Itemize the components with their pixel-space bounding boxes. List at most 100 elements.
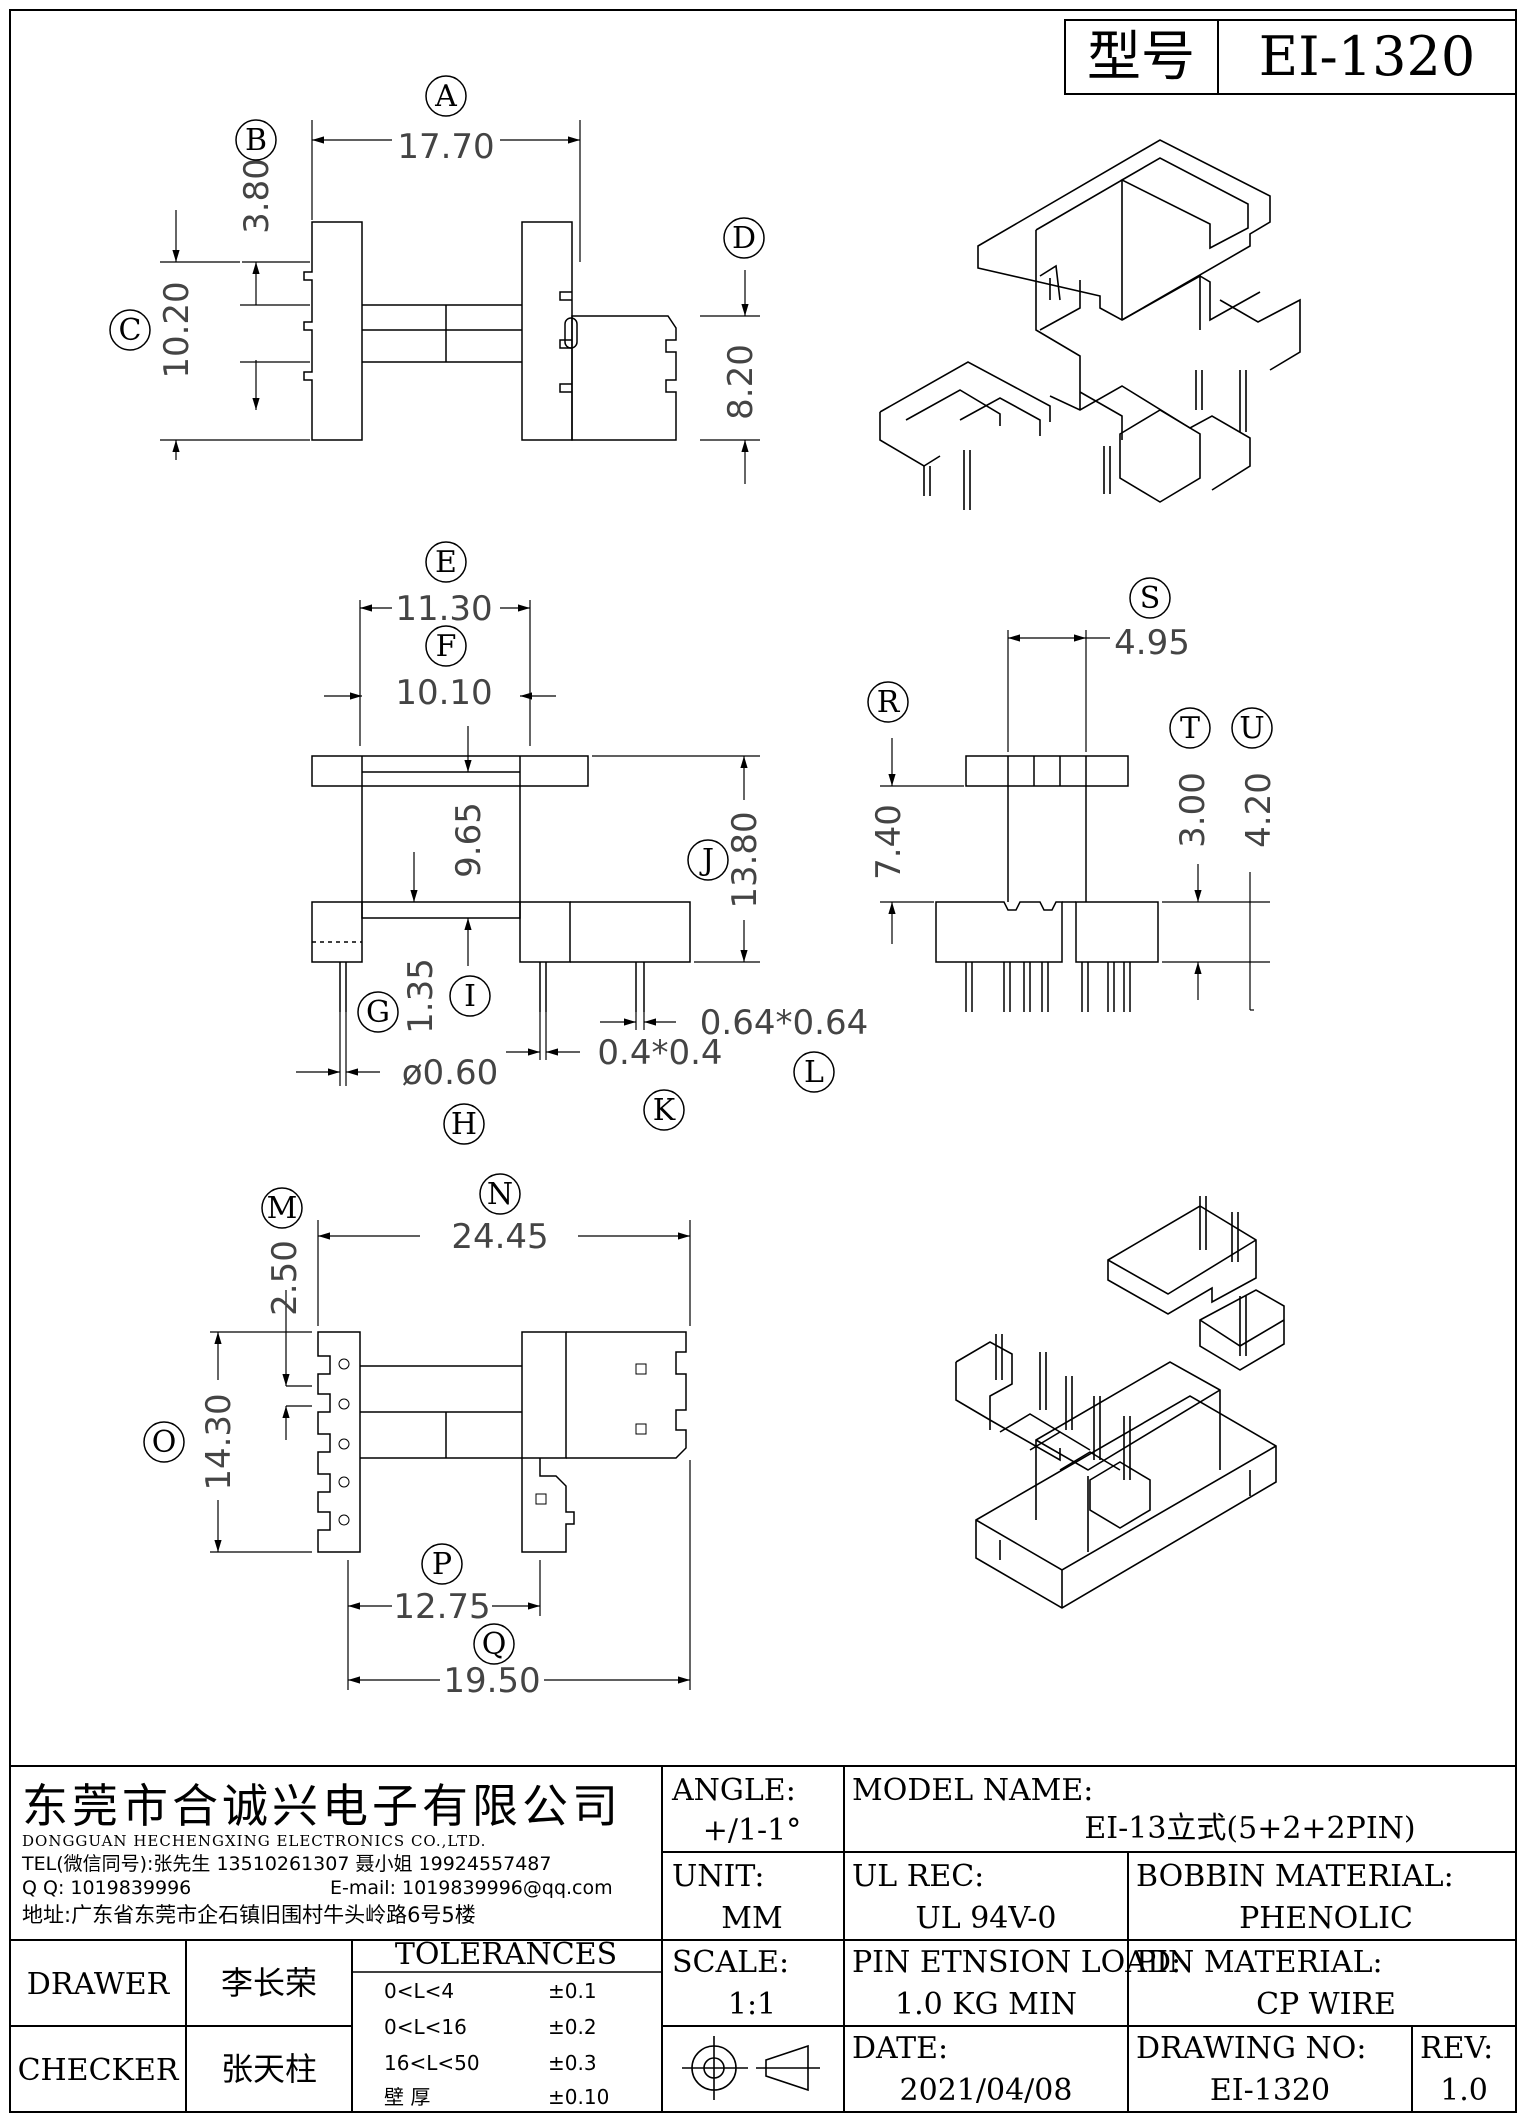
tol-range-1: 0<L<4 — [384, 1979, 454, 2003]
side-view — [935, 755, 1159, 1012]
dim-O: 14.30 — [199, 1393, 239, 1490]
letter-E: E — [435, 545, 457, 580]
dim-E: 11.30 — [395, 589, 492, 629]
side-view-dims — [880, 630, 1270, 1011]
bobbin-value: PHENOLIC — [1239, 1901, 1413, 1936]
dim-B: 3.80 — [237, 158, 277, 234]
model-name-label: MODEL NAME: — [852, 1773, 1093, 1808]
date-value: 2021/04/08 — [900, 2073, 1073, 2108]
bottom-view — [317, 1331, 687, 1553]
letter-I: I — [464, 979, 476, 1014]
top-view-dims — [160, 120, 760, 484]
rev-value: 1.0 — [1440, 2073, 1488, 2108]
reference-letter-labels: A B C D E F G H I J K L M N O P Q R S T … — [119, 79, 1265, 1662]
rev-label: REV: — [1420, 2031, 1493, 2066]
top-view — [303, 221, 677, 441]
top-view-labels: 17.70 3.80 10.20 8.20 — [157, 127, 761, 420]
letter-T: T — [1180, 711, 1200, 746]
letter-D: D — [732, 221, 756, 256]
dim-G: 1.35 — [401, 958, 441, 1034]
projection-symbol-icon — [682, 2036, 820, 2100]
pin-material-value: CP WIRE — [1256, 1987, 1396, 2022]
bottom-view-labels: 24.45 2.50 14.30 12.75 19.50 — [199, 1217, 549, 1701]
bottom-view-dims — [210, 1220, 691, 1690]
tol-value-3: ±0.3 — [548, 2051, 597, 2075]
model-label: 型号 — [1087, 25, 1195, 88]
dim-A: 17.70 — [397, 127, 494, 167]
side-view-labels: 4.95 7.40 3.00 4.20 — [869, 623, 1279, 880]
letter-K: K — [653, 1093, 676, 1128]
front-view-labels: 11.30 10.10 9.65 13.80 1.35 ø0.60 0.4*0.… — [395, 589, 868, 1093]
company-qq: Q Q: 1019839996 — [22, 1877, 191, 1899]
dim-H: ø0.60 — [402, 1053, 499, 1093]
tol-value-1: ±0.1 — [548, 1979, 597, 2003]
dim-R: 7.40 — [869, 804, 909, 880]
letter-O: O — [152, 1425, 177, 1460]
checker-label: CHECKER — [18, 2053, 180, 2088]
ul-label: UL REC: — [852, 1859, 984, 1894]
iso-view-top — [879, 139, 1301, 510]
dim-N: 24.45 — [451, 1217, 548, 1257]
company-block: 东莞市合诚兴电子有限公司 DONGGUAN HECHENGXING ELECTR… — [21, 1779, 618, 1927]
letter-L: L — [804, 1055, 824, 1090]
scale-label: SCALE: — [672, 1945, 789, 1980]
model-name-value: EI-13立式(5+2+2PIN) — [1084, 1811, 1415, 1846]
iso-view-bottom — [955, 1196, 1285, 1609]
unit-label: UNIT: — [672, 1859, 764, 1894]
pin-load-label: PIN ETNSION LOAD: — [852, 1945, 1181, 1980]
letter-Q: Q — [482, 1627, 507, 1662]
dim-J: 13.80 — [725, 811, 765, 908]
checker-value: 张天柱 — [221, 2050, 317, 2088]
letter-S: S — [1140, 581, 1161, 616]
letter-M: M — [267, 1191, 298, 1226]
dim-M: 2.50 — [265, 1240, 305, 1316]
letter-N: N — [487, 1177, 513, 1212]
dim-T: 3.00 — [1173, 772, 1213, 848]
drawer-checker: DRAWER 李长荣 CHECKER 张天柱 — [18, 1964, 317, 2088]
tolerances: TOLERANCES 0<L<4 ±0.1 0<L<16 ±0.2 16<L<5… — [352, 1937, 662, 2109]
drawer-value: 李长荣 — [221, 1964, 317, 2002]
letter-U: U — [1239, 711, 1264, 746]
pin-material-label: PIN MATERIAL: — [1136, 1945, 1383, 1980]
date-label: DATE: — [852, 2031, 948, 2066]
tol-value-2: ±0.2 — [548, 2015, 597, 2039]
letter-J: J — [699, 843, 714, 878]
letter-P: P — [432, 1547, 452, 1582]
dim-F: 10.10 — [395, 673, 492, 713]
dim-S: 4.95 — [1114, 623, 1190, 663]
letter-G: G — [366, 995, 390, 1030]
dim-C: 10.20 — [157, 281, 197, 378]
dim-U: 4.20 — [1239, 772, 1279, 848]
dim-L: 0.64*0.64 — [700, 1003, 868, 1043]
angle-label: ANGLE: — [671, 1773, 796, 1808]
pin-load-value: 1.0 KG MIN — [895, 1987, 1077, 2022]
info-cells: ANGLE: +/1-1° UNIT: MM SCALE: 1:1 MODEL … — [671, 1773, 1493, 2108]
reference-letters — [109, 75, 1273, 1665]
model-value: EI-1320 — [1259, 25, 1475, 88]
company-address: 地址:广东省东莞市企石镇旧围村牛头岭路6号5楼 — [22, 1903, 476, 1927]
letter-A: A — [434, 79, 457, 114]
company-email: E-mail: 1019839996@qq.com — [330, 1877, 613, 1899]
unit-value: MM — [721, 1901, 782, 1936]
drawing-no-label: DRAWING NO: — [1136, 2031, 1366, 2066]
letter-F: F — [436, 629, 457, 664]
tol-range-3: 16<L<50 — [384, 2051, 480, 2075]
model-header: 型号 EI-1320 — [1064, 19, 1517, 95]
letter-R: R — [877, 685, 901, 720]
dim-K: 0.4*0.4 — [597, 1033, 722, 1073]
front-view — [311, 755, 691, 1012]
tol-value-4: ±0.10 — [548, 2085, 609, 2109]
ul-value: UL 94V-0 — [915, 1901, 1056, 1936]
tol-range-2: 0<L<16 — [384, 2015, 467, 2039]
dim-Q: 19.50 — [443, 1661, 540, 1701]
letter-H: H — [451, 1107, 477, 1142]
bobbin-label: BOBBIN MATERIAL: — [1136, 1859, 1454, 1894]
drawer-label: DRAWER — [27, 1967, 171, 2002]
front-view-dims — [296, 600, 760, 1086]
drawing-no-value: EI-1320 — [1210, 2073, 1330, 2108]
dim-D: 8.20 — [721, 344, 761, 420]
sheet-border — [9, 9, 1517, 2113]
letter-B: B — [245, 123, 267, 158]
